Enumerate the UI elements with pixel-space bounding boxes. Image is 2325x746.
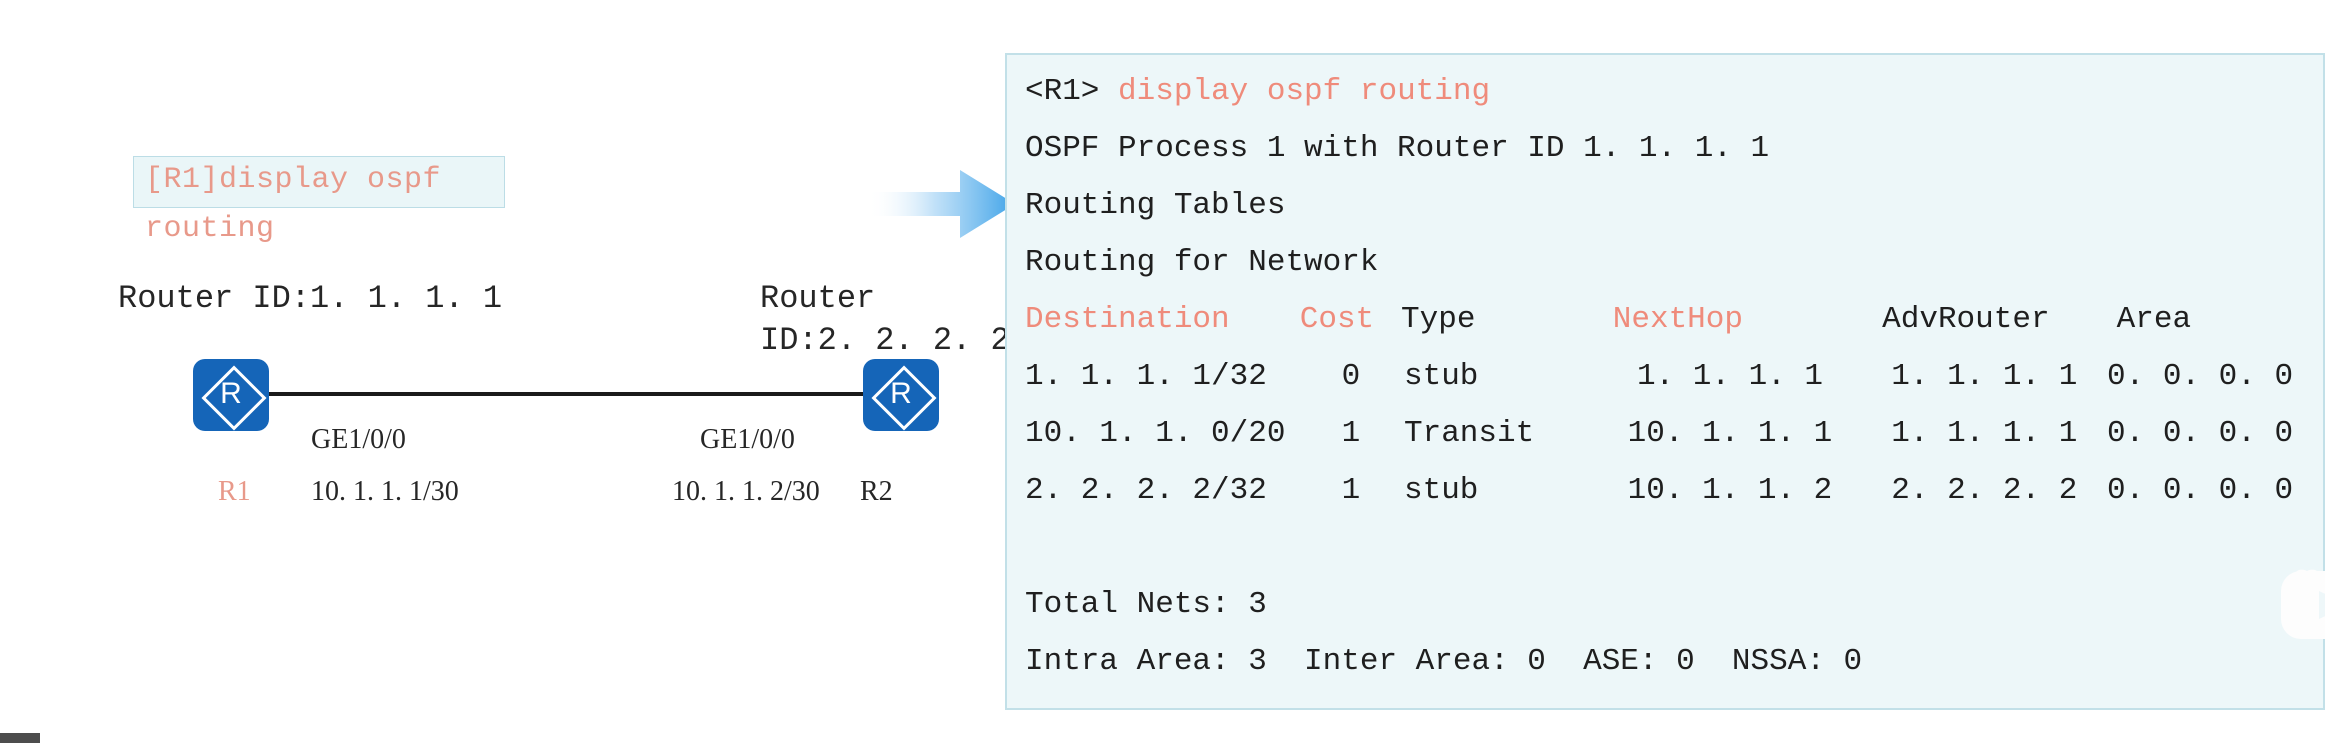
router-glyph-letter: R (890, 377, 912, 410)
cell-destination: 10. 1. 1. 0/20 (1025, 416, 1286, 451)
terminal-command-text: display ospf routing (1118, 74, 1491, 109)
cell-area: 0. 0. 0. 0 (2107, 473, 2294, 508)
router-id-label-r2-line2: ID:2. 2. 2. 2 (760, 322, 1010, 359)
column-header-area: Area (2116, 302, 2192, 337)
routing-table-row: 2. 2. 2. 2/32 1 stub 10. 1. 1. 2 2. 2. 2… (1025, 462, 2323, 519)
column-header-advrouter: AdvRouter (1882, 302, 2050, 337)
cell-type: stub (1404, 473, 1479, 508)
total-nets-line: Total Nets: 3 (1025, 587, 1267, 622)
ip-label-r2: 10. 1. 1. 2/30 (672, 476, 820, 507)
cell-nexthop: 10. 1. 1. 1 (1627, 416, 1833, 451)
column-header-nexthop: NextHop (1612, 302, 1743, 337)
scrollbar-thumb[interactable] (0, 733, 40, 743)
command-callout-line-2: routing (145, 212, 275, 246)
cell-advrouter: 1. 1. 1. 1 (1891, 359, 2078, 394)
cell-area: 0. 0. 0. 0 (2107, 359, 2294, 394)
ospf-process-line: OSPF Process 1 with Router ID 1. 1. 1. 1 (1025, 131, 1770, 166)
cell-nexthop: 1. 1. 1. 1 (1636, 359, 1823, 394)
ip-label-r1: 10. 1. 1. 1/30 (311, 476, 459, 507)
router-id-label-r2-line1: Router (760, 280, 876, 317)
flow-arrow-icon (868, 170, 1015, 238)
play-button-icon[interactable] (2275, 553, 2325, 645)
cell-area: 0. 0. 0. 0 (2107, 416, 2294, 451)
column-header-type: Type (1401, 302, 1476, 337)
column-header-destination: Destination (1025, 302, 1230, 337)
topology-diagram: [R1]display ospf routing Router ID:1. 1.… (0, 0, 1010, 746)
cell-advrouter: 1. 1. 1. 1 (1891, 416, 2078, 451)
cell-destination: 2. 2. 2. 2/32 (1025, 473, 1267, 508)
routing-table-row: 1. 1. 1. 1/32 0 stub 1. 1. 1. 1 1. 1. 1.… (1025, 348, 2323, 405)
column-header-cost: Cost (1299, 302, 1375, 337)
command-callout-line-1: [R1]display ospf (145, 163, 442, 197)
router-icon-r1: R (193, 359, 269, 431)
link-line-r1-r2 (269, 392, 866, 396)
routing-for-network-line: Routing for Network (1025, 245, 1379, 280)
device-name-r1: R1 (218, 476, 251, 507)
cell-type: Transit (1404, 416, 1535, 451)
cell-nexthop: 10. 1. 1. 2 (1627, 473, 1833, 508)
router-icon-r2: R (863, 359, 939, 431)
area-summary-line: Intra Area: 3 Inter Area: 0 ASE: 0 NSSA:… (1025, 644, 1863, 679)
cell-cost: 0 (1341, 359, 1361, 394)
routing-tables-line: Routing Tables (1025, 188, 1286, 223)
terminal-command-line: <R1> display ospf routing (1025, 63, 2323, 120)
router-glyph-letter: R (220, 377, 242, 410)
interface-label-r2: GE1/0/0 (700, 424, 795, 455)
cell-destination: 1. 1. 1. 1/32 (1025, 359, 1267, 394)
device-name-r2: R2 (860, 476, 893, 507)
interface-label-r1: GE1/0/0 (311, 424, 406, 455)
routing-table-row: 10. 1. 1. 0/20 1 Transit 10. 1. 1. 1 1. … (1025, 405, 2323, 462)
routing-table-header: Destination Cost Type NextHop AdvRouter … (1025, 291, 2323, 348)
cell-cost: 1 (1341, 416, 1361, 451)
terminal-prompt: <R1> (1025, 74, 1100, 109)
cell-advrouter: 2. 2. 2. 2 (1891, 473, 2078, 508)
blank-line (1025, 519, 2323, 576)
terminal-output-panel[interactable]: <R1> display ospf routing OSPF Process 1… (1005, 53, 2325, 710)
cell-cost: 1 (1341, 473, 1361, 508)
command-callout-box (133, 156, 505, 208)
cell-type: stub (1404, 359, 1479, 394)
router-id-label-r1: Router ID:1. 1. 1. 1 (118, 280, 503, 317)
